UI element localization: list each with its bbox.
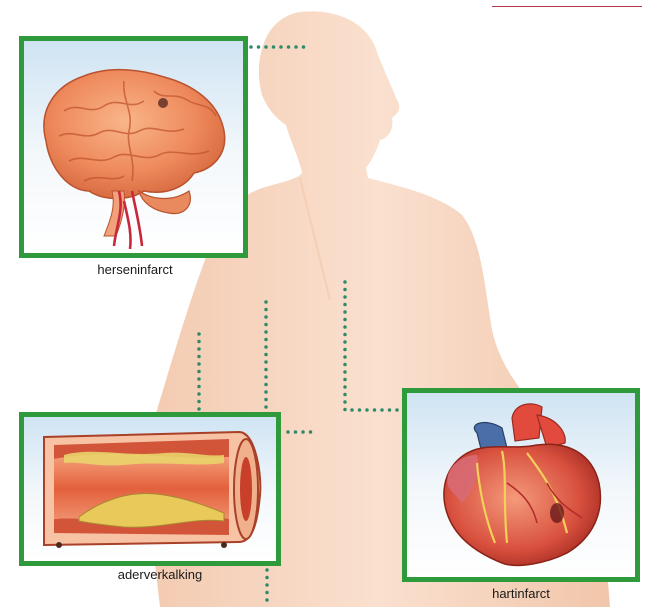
brain-caption: herseninfarct (70, 262, 200, 277)
heart-connector (345, 282, 402, 410)
brain-panel (19, 36, 248, 258)
brain-illustration (24, 41, 243, 253)
artery-panel (19, 412, 281, 566)
heart-caption: hartinfarct (456, 586, 586, 601)
artery-cross-section-illustration (24, 417, 276, 561)
artery-caption: aderverkalking (95, 567, 225, 582)
heart-illustration (407, 393, 635, 577)
heart-panel (402, 388, 640, 582)
